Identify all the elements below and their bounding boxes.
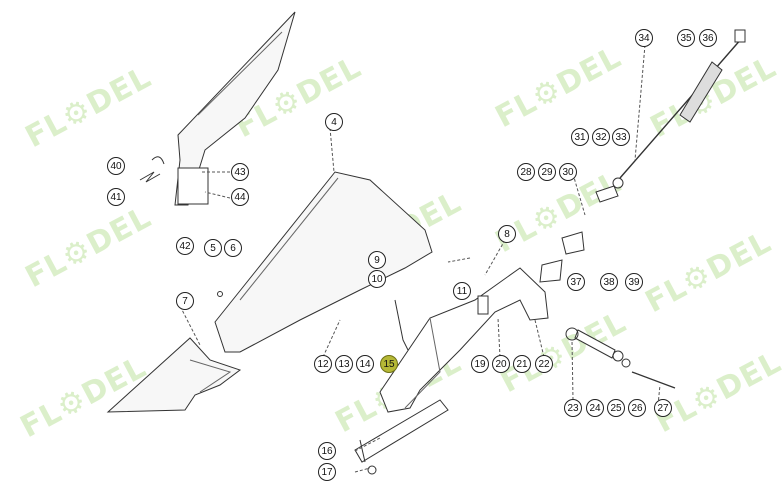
callout-14[interactable]: 14 <box>356 355 374 373</box>
callout-17[interactable]: 17 <box>318 463 336 481</box>
pin-24 <box>574 329 616 359</box>
callout-43[interactable]: 43 <box>231 163 249 181</box>
bracket-16 <box>354 399 449 463</box>
callout-37[interactable]: 37 <box>567 273 585 291</box>
callout-39[interactable]: 39 <box>625 273 643 291</box>
callout-9[interactable]: 9 <box>368 251 386 269</box>
callout-15[interactable]: 15 <box>380 355 398 373</box>
bolt-27 <box>631 371 676 389</box>
callout-41[interactable]: 41 <box>107 188 125 206</box>
callout-42[interactable]: 42 <box>176 237 194 255</box>
callout-5[interactable]: 5 <box>204 239 222 257</box>
callout-25[interactable]: 25 <box>607 399 625 417</box>
callout-34[interactable]: 34 <box>635 29 653 47</box>
callout-23[interactable]: 23 <box>564 399 582 417</box>
callout-36[interactable]: 36 <box>699 29 717 47</box>
callout-20[interactable]: 20 <box>492 355 510 373</box>
callout-29[interactable]: 29 <box>538 163 556 181</box>
callout-8[interactable]: 8 <box>498 225 516 243</box>
callout-10[interactable]: 10 <box>368 270 386 288</box>
callout-26[interactable]: 26 <box>628 399 646 417</box>
callout-30[interactable]: 30 <box>559 163 577 181</box>
callout-22[interactable]: 22 <box>535 355 553 373</box>
deflector-7 <box>106 337 242 413</box>
callout-4[interactable]: 4 <box>325 113 343 131</box>
callout-44[interactable]: 44 <box>231 188 249 206</box>
spring-15 <box>394 299 409 351</box>
callout-40[interactable]: 40 <box>107 157 125 175</box>
callout-35[interactable]: 35 <box>677 29 695 47</box>
callout-27[interactable]: 27 <box>654 399 672 417</box>
callout-21[interactable]: 21 <box>513 355 531 373</box>
hood-panel-4 <box>214 171 433 353</box>
callout-24[interactable]: 24 <box>586 399 604 417</box>
callout-31[interactable]: 31 <box>571 128 589 146</box>
callout-32[interactable]: 32 <box>592 128 610 146</box>
callout-6[interactable]: 6 <box>224 239 242 257</box>
callout-12[interactable]: 12 <box>314 355 332 373</box>
callout-38[interactable]: 38 <box>600 273 618 291</box>
callout-13[interactable]: 13 <box>335 355 353 373</box>
callout-33[interactable]: 33 <box>612 128 630 146</box>
callout-11[interactable]: 11 <box>453 282 471 300</box>
callout-16[interactable]: 16 <box>318 442 336 460</box>
callout-19[interactable]: 19 <box>471 355 489 373</box>
callout-28[interactable]: 28 <box>517 163 535 181</box>
shaft-34 <box>619 37 743 179</box>
arm-frame <box>379 267 549 413</box>
callout-7[interactable]: 7 <box>176 292 194 310</box>
